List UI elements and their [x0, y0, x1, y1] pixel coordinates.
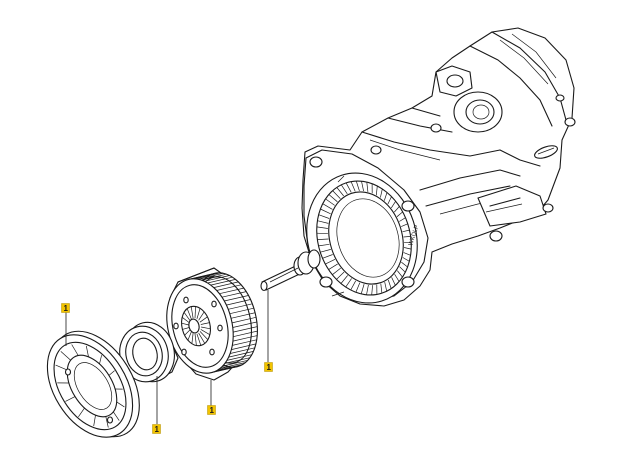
callout-label: 1 [155, 425, 160, 434]
callout-1-bearing-cover: 1 [61, 303, 70, 313]
ring-gear-teeth [316, 180, 412, 295]
cover-roller-elements [55, 344, 125, 428]
hub-spline-teeth [181, 306, 211, 346]
gearbox-housing: WKDLP [301, 27, 576, 307]
callout-label: 1 [267, 363, 272, 372]
input-shaft [260, 249, 321, 292]
seal-ring [119, 321, 179, 383]
callout-label: 1 [64, 304, 69, 313]
callout-1-clutch-drum: 1 [207, 405, 216, 415]
callout-1-seal-ring: 1 [152, 424, 161, 434]
leader-lines [65, 290, 269, 424]
callout-1-input-shaft: 1 [264, 362, 273, 372]
bearing-cover [46, 330, 140, 438]
clutch-drum-assembly [166, 267, 258, 381]
callout-label: 1 [210, 406, 215, 415]
